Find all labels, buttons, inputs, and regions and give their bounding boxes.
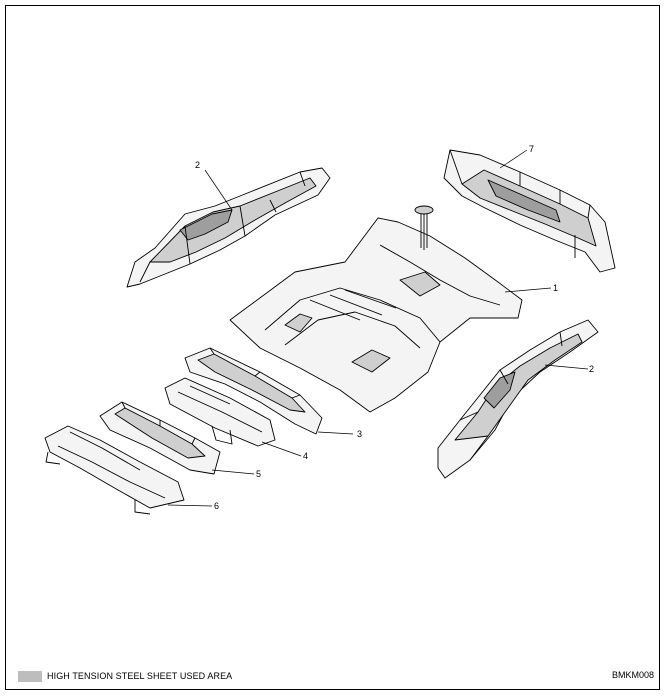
callout-4: 4 (303, 451, 308, 461)
part-floor-crossmember-4 (164, 377, 276, 447)
part-spare-tire-bolt (414, 205, 434, 250)
part-floor-crossmember-3 (184, 347, 323, 435)
leader-lines (167, 149, 589, 507)
callout-3: 3 (357, 429, 362, 439)
callout-2-lower: 2 (589, 364, 594, 374)
callout-5: 5 (256, 469, 261, 479)
figure-code: BMKM008 (611, 670, 654, 680)
callout-6: 6 (214, 501, 219, 511)
callout-2-upper: 2 (195, 160, 200, 170)
legend: HIGH TENSION STEEL SHEET USED AREA (18, 670, 232, 682)
part-rear-side-member-left (126, 167, 331, 288)
part-rear-panel (443, 149, 616, 273)
legend-label: HIGH TENSION STEEL SHEET USED AREA (47, 671, 233, 681)
part-rear-floor-pan (229, 217, 523, 413)
part-rear-side-member-right (437, 319, 599, 479)
callout-7: 7 (529, 144, 534, 154)
legend-swatch (18, 670, 42, 682)
part-floor-crossmember-6 (44, 425, 185, 515)
part-floor-crossmember-5 (99, 401, 221, 475)
callout-1: 1 (553, 283, 558, 293)
